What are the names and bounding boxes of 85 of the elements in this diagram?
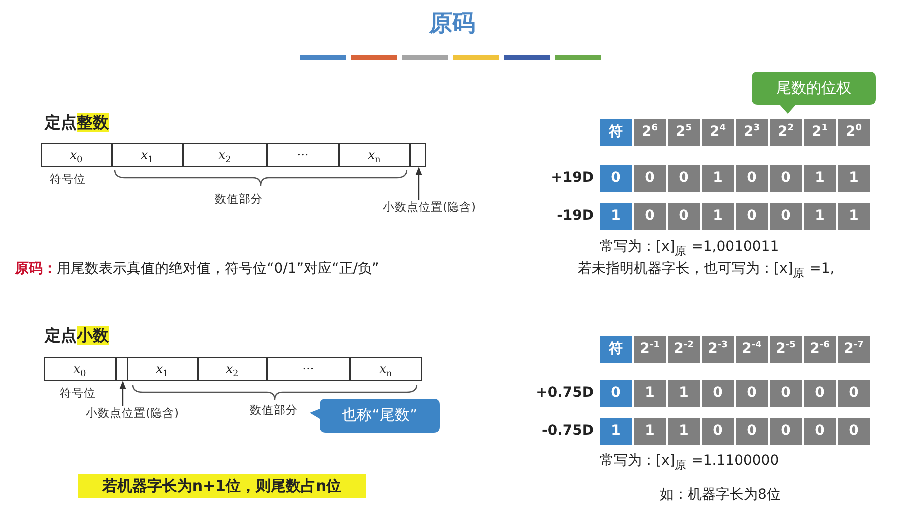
register-field: x$_{1}$ (127, 357, 198, 381)
register-field (116, 357, 128, 381)
bit-cell: 1 (838, 203, 870, 230)
arrow (120, 381, 126, 406)
weight-cell: 符 (600, 119, 632, 146)
callout-text: 也称“尾数” (341, 406, 419, 425)
field-caption: 符号位 (50, 172, 87, 188)
weight-cell: 2$^{-2}$ (668, 336, 700, 363)
register-field: ··· (267, 143, 339, 167)
bit-cell: 0 (668, 203, 700, 230)
bit-cell: 0 (736, 380, 768, 407)
row-label: -0.75D (541, 423, 594, 441)
weight-cell: 2$^{-7}$ (838, 336, 870, 363)
arrow (416, 167, 422, 200)
bit-cell: 0 (702, 418, 734, 445)
bit-cell: 1 (838, 165, 870, 192)
register-field: x$_{0}$ (44, 357, 116, 381)
bit-cell: 0 (668, 165, 700, 192)
bit-cell: 0 (770, 203, 802, 230)
register-field: x$_{n}$ (350, 357, 422, 381)
bit-cell: 1 (702, 165, 734, 192)
section-heading: 定点整数 (45, 113, 110, 134)
weight-cell: 2$^{-4}$ (736, 336, 768, 363)
annotation-text: 小数点位置(隐含) (383, 200, 495, 217)
bit-cell: 1 (804, 165, 836, 192)
bit-cell: 1 (600, 418, 632, 445)
weight-cell: 2$^{0}$ (838, 119, 870, 146)
note-text: 如：机器字长为8位 (660, 486, 782, 505)
weight-cell: 2$^{4}$ (702, 119, 734, 146)
callout-bubble (310, 399, 440, 433)
bit-cell: 0 (770, 165, 802, 192)
bit-cell: 1 (668, 380, 700, 407)
bit-cell: 0 (770, 380, 802, 407)
register-field: ··· (267, 357, 350, 381)
weight-cell: 2$^{2}$ (770, 119, 802, 146)
bit-cell: 0 (770, 418, 802, 445)
weight-cell: 2$^{-6}$ (804, 336, 836, 363)
bit-cell: 0 (600, 165, 632, 192)
register-field: x$_{2}$ (198, 357, 267, 381)
bit-cell: 0 (804, 380, 836, 407)
weight-cell: 符 (600, 336, 632, 363)
bit-cell: 1 (634, 418, 666, 445)
register-field: x$_{n}$ (339, 143, 410, 167)
register-field: x$_{1}$ (112, 143, 183, 167)
register-field: x$_{2}$ (183, 143, 267, 167)
formula-text: 常写为：[x]$_{原}$ =1.1100000 (600, 452, 780, 472)
row-label: +19D (550, 170, 594, 188)
annotation-text: 小数点位置(隐含) (86, 406, 198, 423)
weight-cell: 2$^{6}$ (634, 119, 666, 146)
register-field (410, 143, 426, 167)
bit-cell: 0 (600, 380, 632, 407)
bit-cell: 0 (838, 380, 870, 407)
bit-cell: 1 (600, 203, 632, 230)
highlighted-note: 若机器字长为n+1位，则尾数占n位 (78, 474, 366, 498)
callout-text: 尾数的位权 (776, 79, 852, 98)
weight-cell: 2$^{-3}$ (702, 336, 734, 363)
bit-cell: 0 (702, 380, 734, 407)
bit-cell: 0 (634, 165, 666, 192)
row-label: -19D (556, 208, 594, 226)
bit-cell: 0 (804, 418, 836, 445)
note-text: 若未指明机器字长，也可写为：[x]$_{原}$ =1, (578, 260, 836, 282)
definition-text: 原码：用尾数表示真值的绝对值，符号位“0/1”对应“正/负” (15, 260, 380, 279)
bit-cell: 0 (736, 165, 768, 192)
bit-cell: 0 (634, 203, 666, 230)
weight-cell: 2$^{-1}$ (634, 336, 666, 363)
bit-cell: 1 (804, 203, 836, 230)
bit-cell: 0 (736, 418, 768, 445)
bit-cell: 0 (736, 203, 768, 230)
row-label: +0.75D (535, 385, 594, 403)
weight-cell: 2$^{3}$ (736, 119, 768, 146)
bit-cell: 1 (668, 418, 700, 445)
slide-title: 原码 (428, 10, 476, 39)
weight-cell: 2$^{5}$ (668, 119, 700, 146)
field-caption: 数值部分 (250, 403, 299, 419)
weight-cell: 2$^{-5}$ (770, 336, 802, 363)
register-field: x$_{0}$ (41, 143, 112, 167)
field-caption: 符号位 (60, 386, 97, 402)
bit-cell: 1 (702, 203, 734, 230)
callout-bubble (752, 72, 876, 114)
field-caption: 数值部分 (215, 192, 264, 208)
formula-text: 常写为：[x]$_{原}$ =1,0010011 (600, 238, 780, 258)
weight-cell: 2$^{1}$ (804, 119, 836, 146)
bit-cell: 0 (838, 418, 870, 445)
bit-cell: 1 (634, 380, 666, 407)
section-heading: 定点小数 (45, 326, 110, 347)
